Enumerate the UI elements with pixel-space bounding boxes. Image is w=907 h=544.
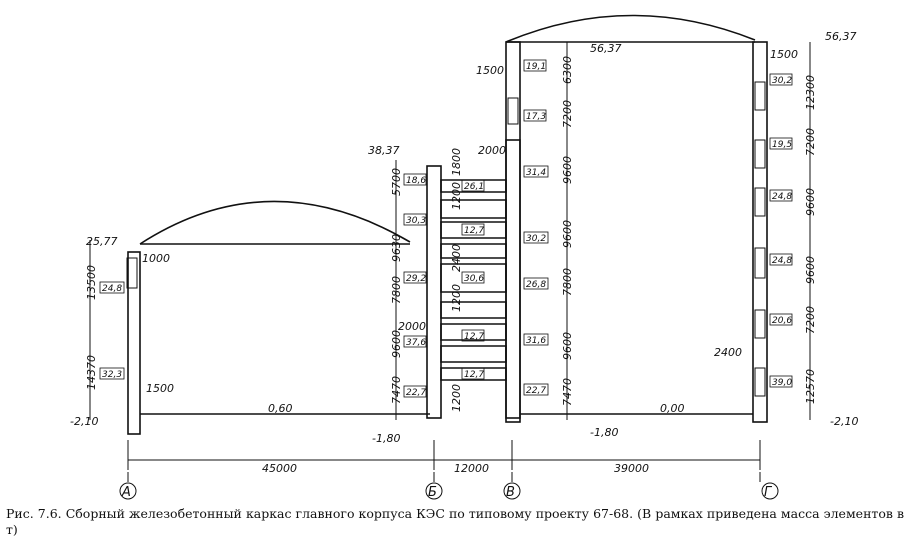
svg-text:12,7: 12,7 — [464, 370, 484, 380]
main-left-height-7: 7470 — [561, 378, 574, 406]
span-vg: 39000 — [614, 462, 649, 475]
main-column-v — [505, 41, 521, 423]
main-right-offset-low: 2400 — [714, 346, 742, 359]
main-right-height-6: 12570 — [804, 369, 817, 404]
level-main-top-right: 56,37 — [825, 30, 857, 43]
left-height-1: 13500 — [85, 265, 98, 300]
figure-caption: Рис. 7.6. Сборный железобетонный каркас … — [6, 506, 904, 537]
level-left-top: 25,77 — [86, 235, 118, 248]
axis-v: В — [506, 485, 515, 500]
main-right-offset-top: 1500 — [770, 48, 798, 61]
svg-text:30,3: 30,3 — [406, 216, 426, 226]
svg-text:26,1: 26,1 — [464, 182, 484, 192]
bunker-height-5: 7470 — [390, 376, 403, 404]
building-section-drawing: 25,77 -2,10 0,60 38,37 -1,80 -1,80 56,37… — [70, 14, 858, 500]
axis-markers — [119, 482, 779, 500]
left-height-2: 14370 — [85, 355, 98, 390]
main-right-mass-labels: 30,2 19,5 24,8 24,8 20,6 39,0 — [769, 73, 793, 388]
span-bv: 12000 — [454, 462, 489, 475]
bunker-mid-mass-labels: 26,1 12,7 30,6 12,7 12,7 — [461, 179, 485, 380]
svg-text:19,5: 19,5 — [772, 140, 792, 150]
main-right-height-3: 9600 — [804, 188, 817, 216]
bunker-right-mass-labels: 31,4 30,2 26,8 31,6 22,7 — [523, 165, 549, 396]
main-left-offset: 1500 — [476, 64, 504, 77]
left-mass-labels: 24,8 32,3 — [99, 281, 125, 380]
svg-text:32,3: 32,3 — [102, 370, 122, 380]
bunker-mid-height-2: 2400 — [450, 244, 463, 272]
left-offset-1: 1000 — [142, 252, 170, 265]
bunker-mid-top: 1800 — [450, 148, 463, 176]
left-offset-2: 1500 — [146, 382, 174, 395]
main-left-height-4: 9600 — [561, 220, 574, 248]
main-right-height-2: 7200 — [804, 128, 817, 156]
main-column-g — [752, 41, 768, 423]
left-roof-arch — [139, 200, 411, 245]
axis-g: Г — [764, 485, 773, 500]
svg-text:24,8: 24,8 — [772, 256, 792, 266]
span-ab: 45000 — [262, 462, 297, 475]
svg-text:18,6: 18,6 — [406, 176, 426, 186]
main-right-height-5: 7200 — [804, 306, 817, 334]
svg-text:30,2: 30,2 — [772, 76, 792, 86]
bunker-left-mass-labels: 18,6 30,3 29,2 37,6 22,7 — [403, 173, 427, 398]
left-column — [127, 251, 141, 435]
bunker-right-offset: 2000 — [478, 144, 506, 157]
svg-text:22,7: 22,7 — [406, 388, 426, 398]
bunker-height-2: 9630 — [390, 234, 403, 262]
svg-text:37,6: 37,6 — [406, 338, 426, 348]
svg-text:39,0: 39,0 — [772, 378, 792, 388]
main-left-height-5: 7800 — [561, 268, 574, 296]
level-crane-top: 38,37 — [368, 144, 400, 157]
level-floor-main: 0,00 — [660, 402, 685, 415]
main-roof-arch — [505, 14, 756, 43]
axis-b: Б — [428, 485, 437, 500]
svg-text:17,3: 17,3 — [526, 112, 546, 122]
svg-text:22,7: 22,7 — [526, 386, 546, 396]
bunker-height-4: 9600 — [390, 330, 403, 358]
bunker-mid-height-3: 1200 — [450, 284, 463, 312]
main-left-height-6: 9600 — [561, 332, 574, 360]
svg-text:30,2: 30,2 — [526, 234, 546, 244]
level-under-b: -1,80 — [372, 432, 400, 445]
level-main-top: 56,37 — [590, 42, 622, 55]
bunker-mid-height-1: 1200 — [450, 182, 463, 210]
main-left-height-1: 6300 — [561, 56, 574, 84]
axis-a: А — [121, 485, 131, 500]
svg-text:24,8: 24,8 — [102, 284, 122, 294]
main-left-height-3: 9600 — [561, 156, 574, 184]
svg-text:30,6: 30,6 — [464, 274, 484, 284]
svg-text:29,2: 29,2 — [406, 274, 426, 284]
level-under-v: -1,80 — [590, 426, 618, 439]
svg-text:31,6: 31,6 — [526, 336, 546, 346]
svg-text:31,4: 31,4 — [526, 168, 546, 178]
svg-text:12,7: 12,7 — [464, 332, 484, 342]
svg-text:12,7: 12,7 — [464, 226, 484, 236]
bunker-column-mid — [505, 139, 521, 419]
bunker-mid-height-4: 1200 — [450, 384, 463, 412]
main-right-height-4: 9600 — [804, 256, 817, 284]
level-right-bottom: -2,10 — [830, 415, 858, 428]
level-floor-mid: 0,60 — [268, 402, 293, 415]
bunker-column-b — [426, 165, 442, 419]
bunker-height-1: 5700 — [390, 168, 403, 196]
main-right-height-1: 12300 — [804, 75, 817, 110]
svg-text:24,8: 24,8 — [772, 192, 792, 202]
main-left-mass-labels: 19,1 17,3 — [523, 59, 547, 122]
bunker-offset: 2000 — [398, 320, 426, 333]
main-left-height-2: 7200 — [561, 100, 574, 128]
svg-text:20,6: 20,6 — [772, 316, 792, 326]
level-left-bottom: -2,10 — [70, 415, 98, 428]
svg-text:26,8: 26,8 — [526, 280, 546, 290]
bunker-height-3: 7800 — [390, 276, 403, 304]
svg-text:19,1: 19,1 — [526, 62, 546, 72]
